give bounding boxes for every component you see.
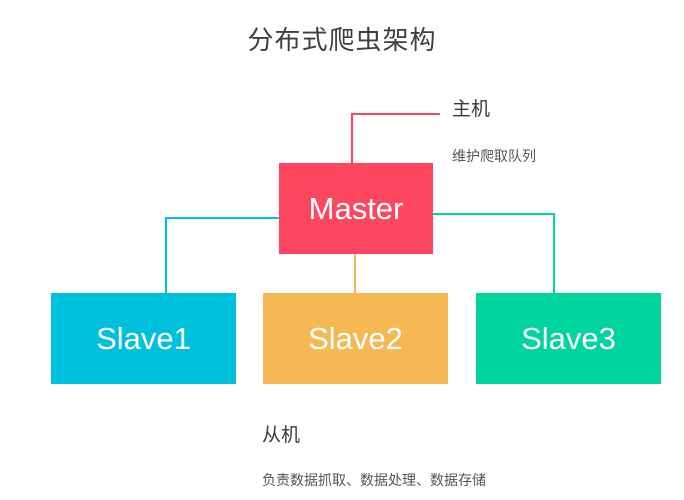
slave3-node-label: Slave3 [521,320,616,356]
master-annotation-description: 维护爬取队列 [452,149,536,165]
slave1-node: Slave1 [51,293,236,384]
master-node: Master [279,163,433,254]
master-annotation-connector [351,113,440,163]
diagram-title: 分布式爬虫架构 [247,26,437,56]
master-annotation-heading: 主机 [452,98,491,120]
slave1-node-label: Slave1 [96,320,191,356]
slave-annotation-description: 负责数据抓取、数据处理、数据存储 [262,473,486,489]
slave3-connector [433,213,555,293]
slave2-node: Slave2 [263,293,448,384]
slave-annotation-heading: 从机 [262,424,301,446]
slave1-connector [165,217,279,293]
master-node-label: Master [308,190,404,226]
slave3-node: Slave3 [476,293,661,384]
slave2-node-label: Slave2 [308,320,403,356]
